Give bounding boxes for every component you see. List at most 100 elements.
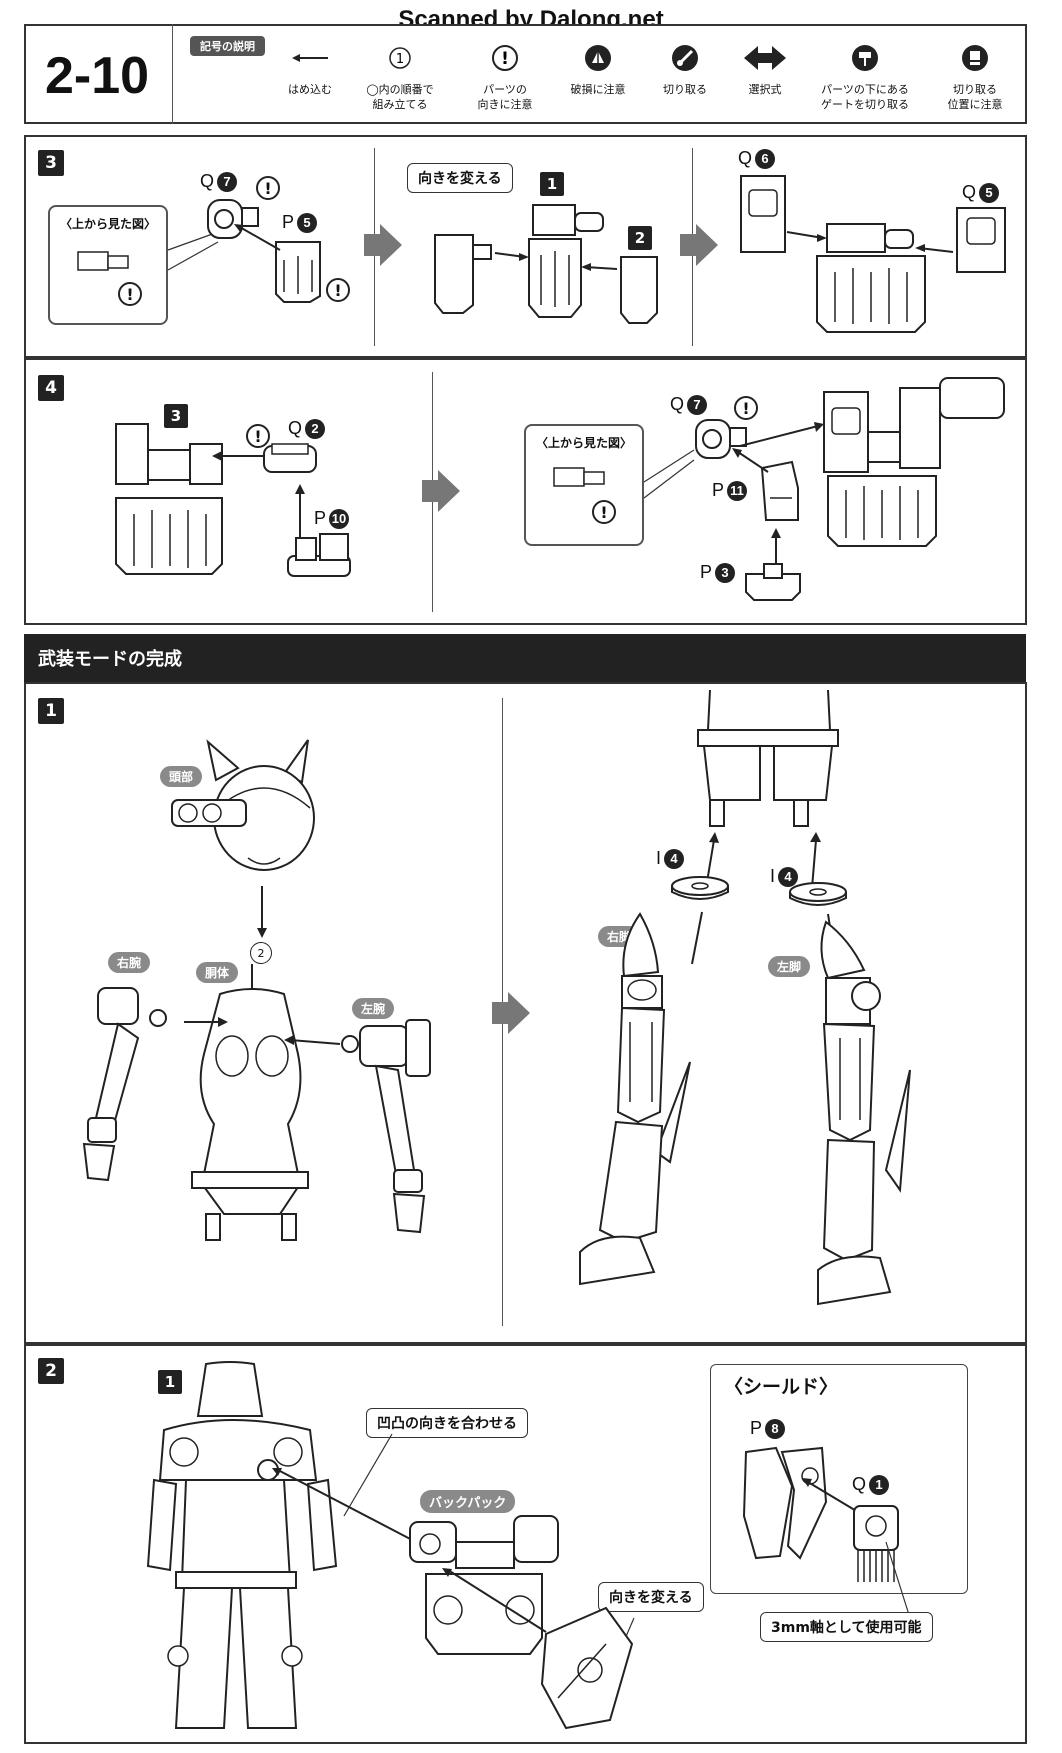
- cut-icon: [640, 40, 730, 76]
- label-right-arm: 右腕: [108, 952, 151, 973]
- right-leg-drawing: [579, 912, 691, 1286]
- assembly-arrow: [442, 1568, 547, 1633]
- legend-title: 記号の説明: [190, 36, 265, 56]
- washer-i4-left: [671, 876, 729, 900]
- part-p5-drawing: [275, 241, 321, 303]
- legend-label: 破損に注意: [570, 83, 626, 96]
- top-view-label: 〈上から見た図〉: [535, 436, 632, 450]
- break-caution-icon: [553, 40, 643, 76]
- arrow-left-icon: [265, 40, 355, 76]
- assembly-arrow: [739, 422, 824, 447]
- assembly-arrow: [802, 1478, 859, 1513]
- assembly-arrow: [295, 484, 305, 540]
- sub-assembly-1: 1: [540, 172, 564, 196]
- legend-item-cut-position: 切り取る 位置に注意: [930, 40, 1020, 112]
- step4-left-assembly-drawing: [115, 423, 223, 575]
- cut-position-icon: [930, 40, 1020, 76]
- zoom-callout-lines: [167, 231, 219, 271]
- neck-peg-number: 2: [257, 946, 265, 960]
- axis-note-pointer: [885, 1541, 911, 1619]
- part-number: 10: [329, 508, 350, 529]
- part-letter: P: [712, 480, 725, 500]
- next-step-arrow: [492, 992, 530, 1034]
- part-p10-drawing: [287, 533, 351, 577]
- legend-label: はめ込む: [288, 83, 332, 96]
- part-q7-drawing: [695, 419, 747, 459]
- label-body: 胴体: [196, 962, 239, 983]
- assembly-arrow: [212, 451, 264, 461]
- legend-item-orientation: ! パーツの 向きに注意: [460, 40, 550, 112]
- body-drawing: [191, 964, 309, 1241]
- part-q7-drawing: [207, 199, 259, 239]
- part-q2-drawing: [263, 443, 317, 473]
- part-letter: Q: [852, 1474, 867, 1494]
- lower-body-drawing: [697, 689, 839, 827]
- next-step-arrow: [364, 224, 402, 266]
- legend-item-break: 破損に注意: [553, 40, 643, 97]
- washer-i4-right: [789, 882, 847, 906]
- step3-final-assembly-drawing: [740, 175, 1006, 333]
- align-callout: 凹凸の向きを合わせる: [366, 1408, 528, 1438]
- legend-item-under-gate: パーツの下にある ゲートを切り取る: [810, 40, 920, 112]
- assembly-arrow: [257, 886, 267, 938]
- part-number: 4: [664, 848, 685, 869]
- part-number: 4: [778, 866, 799, 887]
- part-number: 3: [715, 562, 736, 583]
- warning-icon: !: [460, 40, 550, 76]
- label-left-leg: 左脚: [768, 956, 811, 977]
- part-q1-drawing: [853, 1505, 899, 1582]
- assembly-arrow: [184, 1017, 228, 1027]
- part-p11-drawing: [760, 460, 799, 521]
- sub-assembly-1: 1: [158, 1370, 182, 1394]
- next-step-arrow: [680, 224, 718, 266]
- neck-peg-mark: 2: [250, 942, 272, 964]
- choice-arrow-icon: [720, 40, 810, 76]
- warning-icon: !: [246, 424, 270, 448]
- under-gate-cut-icon: [810, 40, 920, 76]
- legend-label: 切り取る 位置に注意: [947, 83, 1003, 111]
- part-letter: P: [282, 212, 295, 232]
- part-number: 11: [727, 480, 748, 501]
- head-drawing: [171, 739, 315, 871]
- label-backpack: バックパック: [420, 1490, 516, 1513]
- warning-icon: !: [118, 282, 142, 306]
- part-letter: Q: [670, 394, 685, 414]
- align-callout-pointer: [343, 1433, 393, 1517]
- legend-label: 選択式: [748, 83, 782, 96]
- part-letter: I: [656, 848, 662, 868]
- top-view-label: 〈上から見た図〉: [59, 217, 156, 231]
- left-leg-drawing: [817, 920, 911, 1306]
- backpack-drawing: [409, 1515, 559, 1655]
- sub-assembly-3: 3: [164, 404, 188, 428]
- step3-mid-assembly-drawing: [434, 204, 658, 324]
- assembly-arrow: [810, 832, 821, 889]
- legend-item-order: 1 ◯内の順番で 組み立てる: [355, 40, 445, 112]
- warning-icon: !: [326, 278, 350, 302]
- legend-label: パーツの下にある ゲートを切り取る: [821, 83, 909, 111]
- part-number: 8: [765, 1418, 786, 1439]
- warning-icon: !: [256, 176, 280, 200]
- right-arm-drawing: [82, 987, 167, 1182]
- legend-label: 切り取る: [663, 83, 707, 96]
- assembly-arrow: [771, 528, 781, 564]
- part-letter: Q: [200, 171, 215, 191]
- svg-text:!: !: [501, 49, 509, 69]
- part-number: 5: [979, 182, 1000, 203]
- warning-icon: !: [734, 396, 758, 420]
- svg-text:1: 1: [396, 52, 404, 67]
- warning-icon: !: [592, 500, 616, 524]
- part-letter: Q: [962, 182, 977, 202]
- part-number: 2: [305, 418, 326, 439]
- part-p3-drawing: [745, 563, 801, 601]
- part-p8-drawing: [742, 1446, 828, 1560]
- part-letter: P: [314, 508, 327, 528]
- assembly-arrow: [691, 911, 703, 965]
